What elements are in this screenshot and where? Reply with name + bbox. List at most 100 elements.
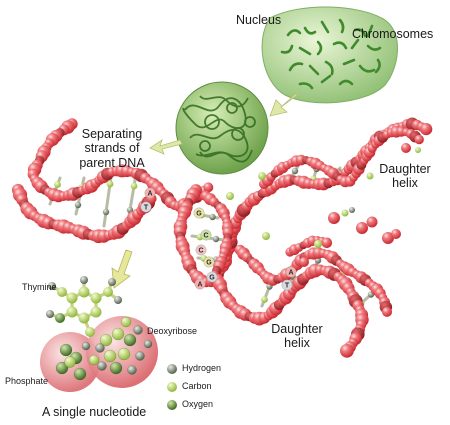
thymine-atom: [80, 276, 88, 284]
legend-hydrogen-label: Hydrogen: [182, 363, 222, 373]
nucleotide-atom: [95, 343, 105, 353]
nucleotide-atom: [99, 333, 113, 347]
base-letter-g: G: [196, 210, 202, 217]
thymine-atom: [48, 282, 56, 290]
base-letter-disc: [140, 201, 152, 213]
legend-oxygen-swatch: [167, 400, 177, 410]
label-separating-line-3: parent DNA: [79, 155, 145, 170]
base-atom: [74, 201, 82, 209]
nucleus-arrow: [269, 91, 299, 117]
label-separating-line-1: Separating: [81, 127, 143, 141]
label-daughter-helix-bottom: Daughter helix: [267, 322, 327, 351]
free-nucleotide: [299, 257, 309, 267]
nucleotide-atom: [55, 361, 69, 375]
base-letter-g: G: [206, 259, 212, 266]
nucleotide-atom: [81, 341, 91, 351]
nucleotide-atom: [123, 333, 137, 347]
label-chromosomes: Chromosomes: [352, 27, 434, 41]
nucleotide-atom: [120, 316, 132, 328]
nucleotide-atom: [73, 367, 87, 381]
strand-daughter-bottom-b-bead: [382, 306, 392, 317]
free-nucleotide: [415, 147, 421, 153]
label-daughter-top-line-2: helix: [392, 176, 418, 191]
legend-hydrogen-swatch: [167, 364, 177, 374]
thymine-atom: [103, 287, 113, 297]
legend-carbon-label: Carbon: [182, 381, 212, 391]
free-nucleotides: [226, 143, 421, 267]
label-separating-line-2: strands of: [84, 141, 140, 156]
free-nucleotide: [314, 240, 322, 248]
base-letter-disc: [281, 279, 293, 291]
chromatin-zoom-circle: [149, 81, 269, 175]
thymine-atom: [46, 310, 54, 318]
thymine-atom: [114, 296, 122, 304]
nucleotide-atom: [135, 351, 145, 361]
strand-fragment-bead: [321, 237, 333, 249]
nucleotide-atom: [64, 356, 76, 368]
base-letter-c: C: [198, 247, 203, 254]
label-nucleus: Nucleus: [236, 13, 282, 27]
label-separating-strands: Separating strands of parent DNA: [72, 127, 152, 170]
strand-upper-bead: [203, 182, 214, 193]
base-atom: [130, 182, 138, 190]
nucleotide-atom: [133, 325, 143, 335]
base-letter-disc: [206, 271, 218, 283]
strand-daughter-top-b-bead: [414, 134, 424, 145]
base-atom: [212, 235, 220, 243]
free-nucleotide: [226, 192, 234, 200]
nucleotide-atom: [109, 361, 123, 375]
strand-daughter-top-a-bead: [420, 123, 433, 136]
thymine-atom: [66, 306, 78, 318]
nucleotide-atom: [111, 327, 125, 341]
nucleotide-atom: [117, 347, 131, 361]
base-letter-g: G: [209, 274, 215, 281]
legend-oxygen-label: Oxygen: [182, 399, 214, 409]
base-letter-a: A: [288, 269, 293, 276]
strand-daughter-bottom-a-bead: [340, 343, 354, 358]
nucleotide-atom: [143, 339, 153, 349]
thymine-atom: [85, 327, 95, 337]
base-letter-disc: [203, 256, 215, 268]
base-letter-a: A: [147, 190, 152, 197]
free-nucleotide: [401, 143, 411, 153]
base-letter-disc: [200, 229, 212, 241]
label-single-nucleotide: A single nucleotide: [42, 405, 147, 419]
base-letter-disc: [194, 278, 206, 290]
thymine-atom: [55, 313, 65, 323]
label-phosphate: Phosphate: [5, 376, 49, 386]
thymine-atom: [78, 286, 90, 298]
label-daughter-bottom-line-1: Daughter: [271, 322, 323, 336]
nucleotide-atom: [88, 354, 100, 366]
zoom-arrow: [149, 139, 183, 155]
base-letter-a: A: [197, 281, 202, 288]
base-atom: [209, 213, 216, 221]
free-nucleotide: [349, 207, 355, 213]
nucleotide-atom: [97, 361, 107, 371]
label-daughter-helix-top: Daughter helix: [375, 162, 435, 191]
thymine-atom: [90, 292, 102, 304]
nucleotide-atom: [59, 343, 73, 357]
label-daughter-top-line-1: Daughter: [379, 162, 431, 176]
base-atom: [261, 296, 268, 303]
base-atom: [102, 208, 110, 216]
thymine-atom: [108, 278, 116, 286]
free-nucleotide: [366, 216, 378, 228]
label-daughter-bottom-line-2: helix: [284, 336, 310, 351]
free-nucleotide: [258, 172, 266, 180]
free-nucleotide: [382, 232, 394, 244]
nucleotide-model: [40, 276, 158, 392]
thymine-atom: [90, 306, 102, 318]
thymine-atom: [78, 312, 90, 324]
nucleus-cell: [261, 6, 399, 117]
base-letter-disc: [285, 266, 297, 278]
base-letter-c: C: [203, 232, 208, 239]
nucleotide-atoms: [55, 316, 153, 381]
label-thymine: Thymine: [22, 282, 57, 292]
base-letter-disc: [193, 207, 205, 219]
base-letter-disc: [144, 187, 156, 199]
base-letter-t: T: [144, 204, 149, 211]
nucleus-body: [261, 6, 399, 104]
chromosomes-cluster: [280, 18, 382, 90]
